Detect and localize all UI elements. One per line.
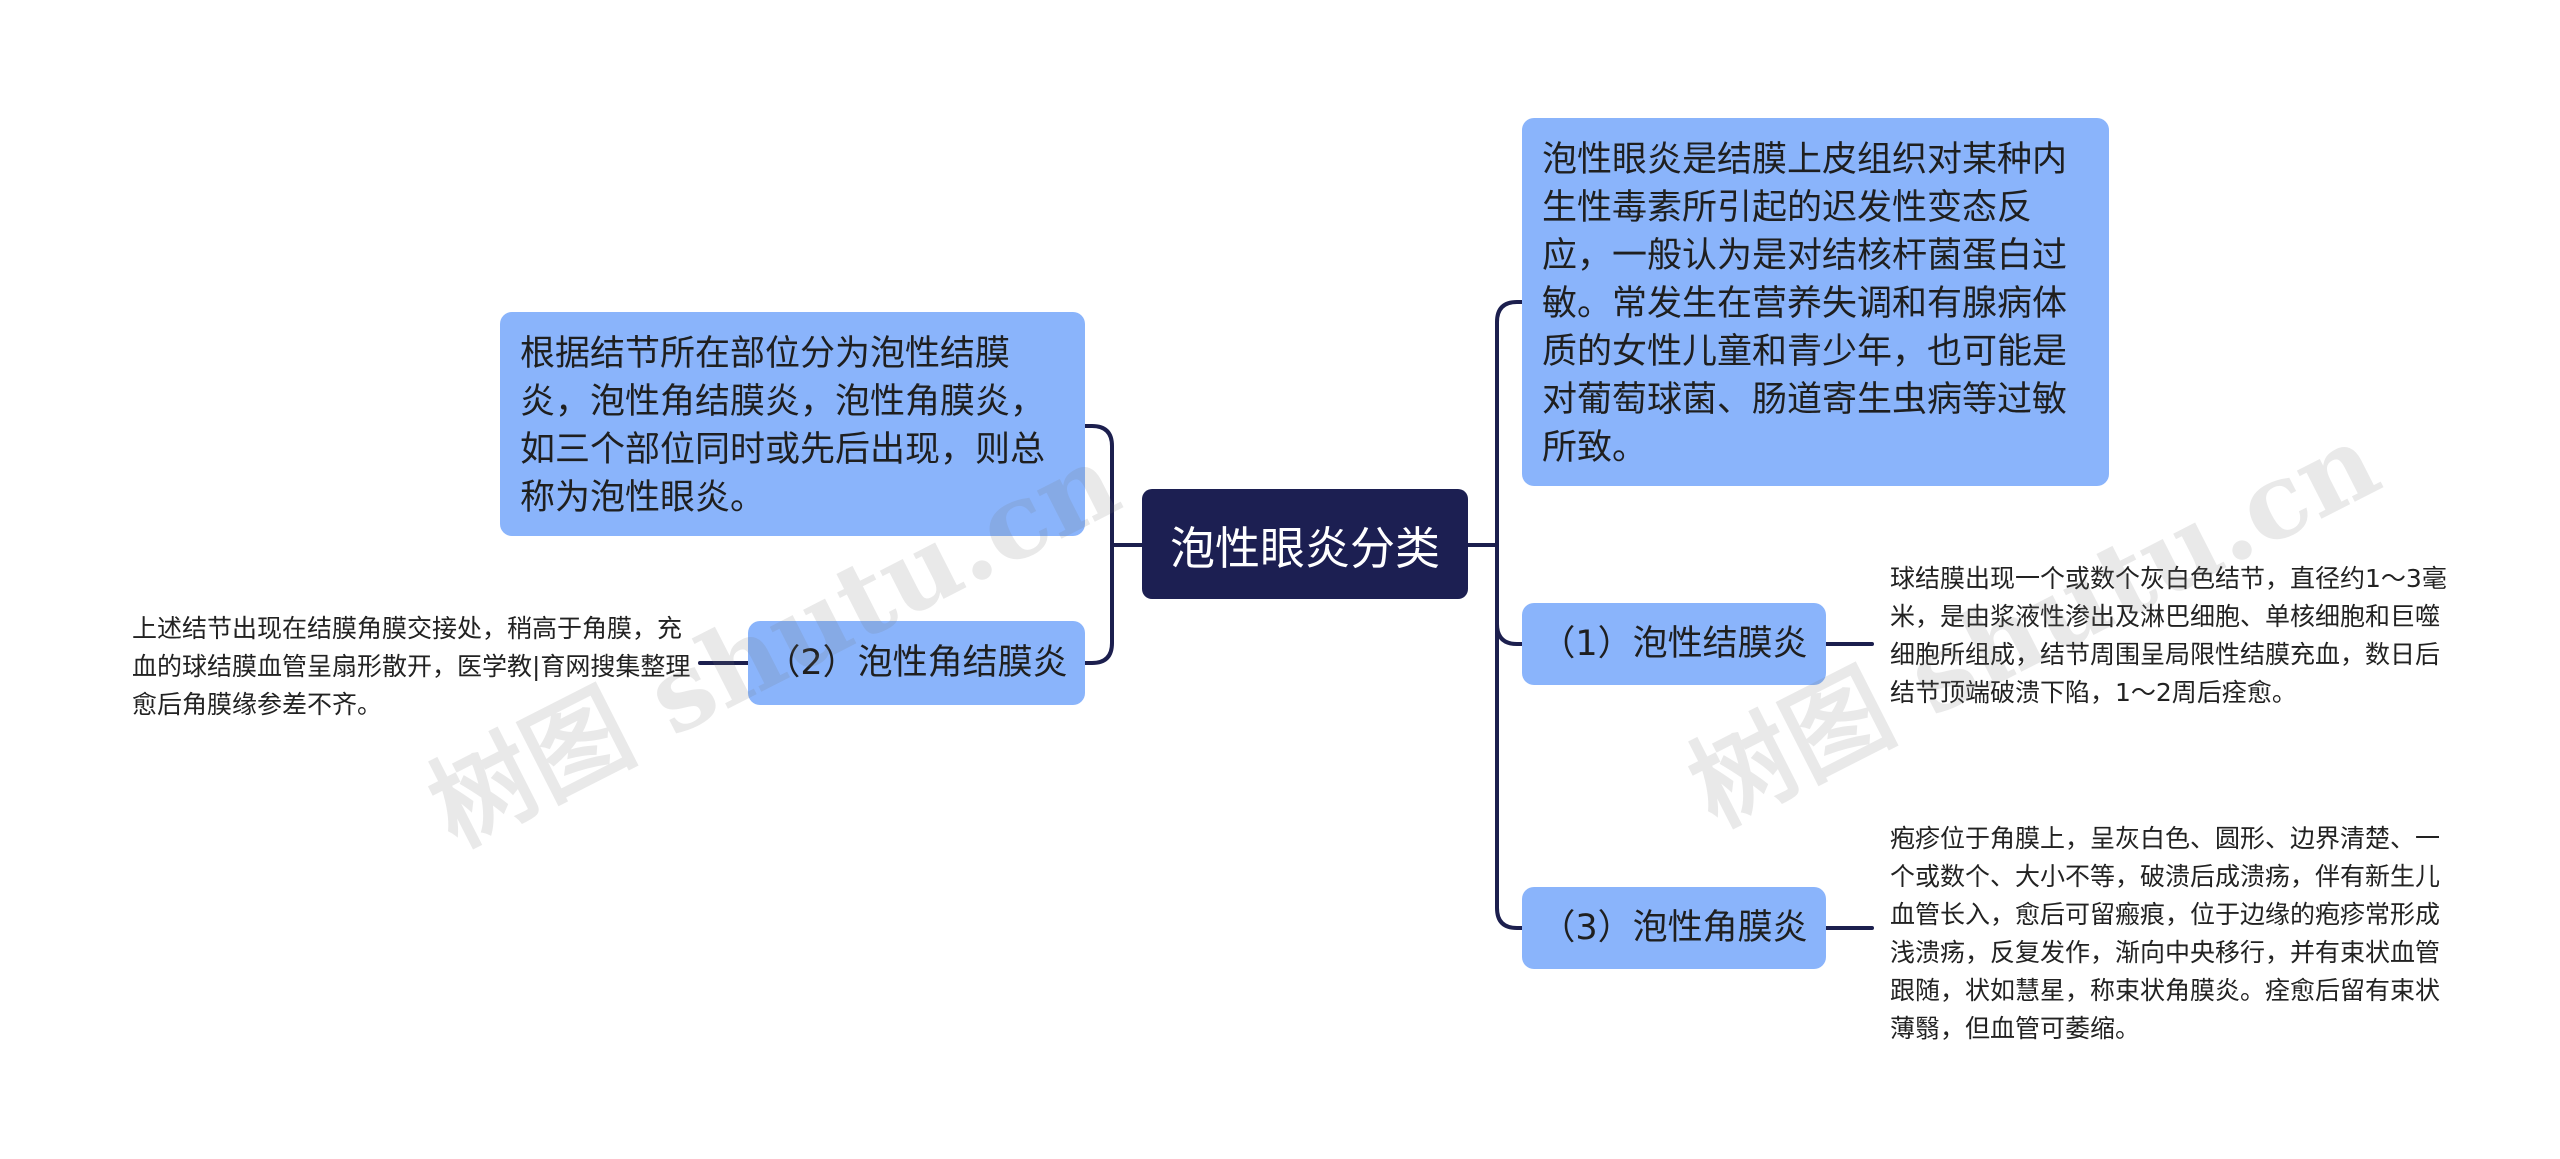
connector-right-to-branch1 — [1495, 543, 1524, 646]
branch3-detail: 疱疹位于角膜上，呈灰白色、圆形、边界清楚、一个或数个、大小不等，破溃后成溃疡，伴… — [1890, 820, 2452, 1048]
definition-node[interactable]: 泡性眼炎是结膜上皮组织对某种内生性毒素所引起的迟发性变态反应，一般认为是对结核杆… — [1522, 118, 2109, 486]
branch1-detail-text: 球结膜出现一个或数个灰白色结节，直径约1～3毫米，是由浆液性渗出及淋巴细胞、单核… — [1890, 564, 2447, 707]
connector-right-to-definition — [1495, 300, 1524, 547]
classification-node[interactable]: 根据结节所在部位分为泡性结膜炎，泡性角结膜炎，泡性角膜炎，如三个部位同时或先后出… — [500, 312, 1085, 536]
branch2-label: （2）泡性角结膜炎 — [765, 643, 1068, 683]
connector-left-to-branch2 — [1083, 543, 1114, 665]
branch3-label: （3）泡性角膜炎 — [1540, 908, 1808, 948]
branch3-node[interactable]: （3）泡性角膜炎 — [1522, 887, 1826, 969]
branch2-detail: 上述结节出现在结膜角膜交接处，稍高于角膜，充血的球结膜血管呈扇形散开，医学教|育… — [132, 610, 700, 724]
root-topic[interactable]: 泡性眼炎分类 — [1142, 489, 1468, 599]
branch1-node[interactable]: （1）泡性结膜炎 — [1522, 603, 1826, 685]
branch2-detail-text: 上述结节出现在结膜角膜交接处，稍高于角膜，充血的球结膜血管呈扇形散开，医学教|育… — [132, 614, 691, 719]
branch1-label: （1）泡性结膜炎 — [1540, 624, 1808, 664]
connector-left-to-classification — [1083, 424, 1114, 547]
classification-text: 根据结节所在部位分为泡性结膜炎，泡性角结膜炎，泡性角膜炎，如三个部位同时或先后出… — [520, 334, 1046, 518]
root-topic-label: 泡性眼炎分类 — [1169, 521, 1440, 575]
branch1-detail: 球结膜出现一个或数个灰白色结节，直径约1～3毫米，是由浆液性渗出及淋巴细胞、单核… — [1890, 560, 2452, 750]
connector-right-to-branch3 — [1495, 543, 1524, 930]
definition-text: 泡性眼炎是结膜上皮组织对某种内生性毒素所引起的迟发性变态反应，一般认为是对结核杆… — [1542, 140, 2068, 468]
branch2-node[interactable]: （2）泡性角结膜炎 — [748, 621, 1085, 705]
branch3-detail-text: 疱疹位于角膜上，呈灰白色、圆形、边界清楚、一个或数个、大小不等，破溃后成溃疡，伴… — [1890, 824, 2441, 1043]
